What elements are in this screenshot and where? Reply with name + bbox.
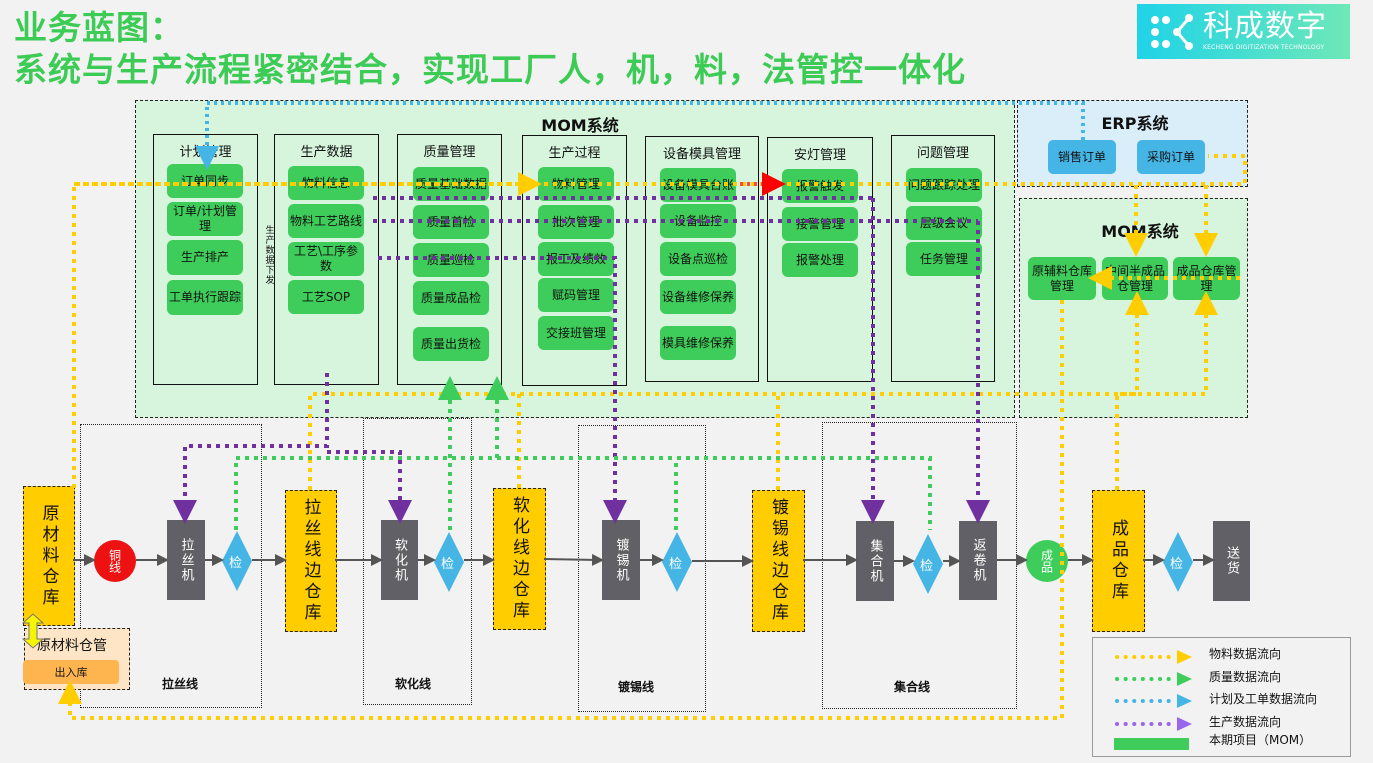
company-logo: 科成数字 KECHENG DIGITIZATION TECHNOLOGY [1137,4,1350,59]
module-title: 设备模具管理 [662,147,741,162]
machine-rewinding[interactable]: 返卷机 [959,521,997,600]
raw-material-warehouse[interactable]: 原材料仓库 [23,486,75,626]
module-title: 问题管理 [916,146,969,161]
legend-swatch-quality [1115,672,1192,686]
legend-swatch-plan [1115,694,1192,708]
inspect-diamond-tinning[interactable]: 检 [662,532,692,596]
item-issue-tracking[interactable]: 问题跟踪处理 [906,168,982,202]
item-equipment-spot-check[interactable]: 设备点巡检 [660,242,736,276]
module-title: 质量管理 [423,145,476,160]
item-mold-maintenance[interactable]: 模具维修保养 [660,326,736,360]
module-title: 计划管理 [179,145,232,160]
item-shift-handover[interactable]: 交接班管理 [538,316,614,350]
item-work-report-performance[interactable]: 报工及绩效 [538,242,614,276]
item-alarm-receiving[interactable]: 接警管理 [782,207,858,241]
legend-label-plan: 计划及工单数据流向 [1209,692,1318,706]
module-quality-management: 质量管理 质量基础数据 质量首检 质量巡检 质量成品检 质量出货检 [397,134,502,385]
item-quality-first-inspection[interactable]: 质量首检 [413,205,489,239]
module-plan-management: 计划管理 订单同步 订单/计划管理 生产排产 工单执行跟踪 [153,134,258,385]
erp-item-sales-order[interactable]: 销售订单 [1048,140,1116,174]
inspect-diamond-drawing[interactable]: 检 [222,531,252,595]
item-raw-material-warehouse-mgmt[interactable]: 原辅料仓库管理 [1028,257,1096,300]
finished-goods-warehouse[interactable]: 成品仓库 [1092,490,1145,632]
machine-drawing[interactable]: 拉丝机 [167,520,205,600]
item-equipment-ledger[interactable]: 设备模具台账 [660,168,736,202]
item-batch-management[interactable]: 批次管理 [538,205,614,239]
erp-system-title: ERP系统 [1101,114,1169,133]
legend-label-quality: 质量数据流向 [1209,670,1282,684]
legend-label-production: 生产数据流向 [1209,715,1282,729]
erp-item-purchase-order[interactable]: 采购订单 [1137,140,1205,174]
item-alarm-trigger[interactable]: 报警触发 [782,169,858,203]
line-label-drawing: 拉丝线 [162,677,199,691]
item-tiered-meeting[interactable]: 层级会议 [906,206,982,240]
raw-material-manager-label: 原材料仓管 [37,638,107,654]
item-production-scheduling[interactable]: 生产排产 [167,240,243,275]
legend-label-material: 物料数据流向 [1209,647,1282,661]
item-process-sop[interactable]: 工艺SOP [288,280,364,314]
line-label-annealing: 软化线 [395,677,432,691]
item-process-parameters[interactable]: 工艺\工序参数 [288,242,364,276]
legend-label-mom-project: 本期项目（MOM） [1209,733,1312,747]
item-alarm-handling[interactable]: 报警处理 [782,243,858,277]
inspect-diamond-final[interactable]: 检 [1163,532,1193,596]
side-warehouse-annealing[interactable]: 软化线边仓库 [493,488,546,630]
module-issue-management: 问题管理 问题跟踪处理 层级会议 任务管理 [891,135,995,382]
item-equipment-maintenance[interactable]: 设备维修保养 [660,280,736,314]
page-title-line2: 系统与生产流程紧密结合，实现工厂人，机，料，法管控一体化 [14,50,966,89]
module-title: 生产过程 [548,146,601,161]
legend-swatch-mom-project [1114,738,1189,750]
logo-name: 科成数字 [1203,9,1327,44]
machine-tinning[interactable]: 镀锡机 [602,520,640,600]
item-material-management[interactable]: 物料管理 [538,167,614,201]
item-finished-warehouse-mgmt[interactable]: 成品仓库管理 [1173,257,1240,300]
item-coding-management[interactable]: 赋码管理 [538,278,614,312]
side-warehouse-tinning[interactable]: 镀锡线边仓库 [752,490,805,632]
module-production-process: 生产过程 物料管理 批次管理 报工及绩效 赋码管理 交接班管理 [522,135,627,386]
page-title-line1: 业务蓝图： [14,8,184,47]
item-quality-patrol-inspection[interactable]: 质量巡检 [413,243,489,277]
inspect-diamond-bunching[interactable]: 检 [913,534,943,598]
delivery-node[interactable]: 送货 [1213,521,1250,601]
legend-swatches [1114,650,1192,750]
item-semi-finished-warehouse-mgmt[interactable]: 中间半成品仓管理 [1102,257,1168,300]
logo-mark-icon [1149,12,1197,52]
production-data-dispatch-note: 生产数据下发 [265,226,275,286]
bidirectional-arrow-icon [21,613,45,653]
inspect-diamond-annealing[interactable]: 检 [434,532,464,596]
item-work-order-tracking[interactable]: 工单执行跟踪 [167,280,243,315]
item-material-routing[interactable]: 物料工艺路线 [288,204,364,238]
item-equipment-monitoring[interactable]: 设备监控 [660,204,736,238]
machine-annealing[interactable]: 软化机 [381,520,418,600]
legend-swatch-material [1115,650,1192,664]
line-label-tinning: 镀锡线 [618,680,655,694]
item-order-sync[interactable]: 订单同步 [167,164,243,198]
item-material-info[interactable]: 物料信息 [288,166,364,200]
logo-subtitle: KECHENG DIGITIZATION TECHNOLOGY [1203,44,1325,51]
finished-product-node[interactable]: 成品 [1026,540,1068,582]
module-equipment-mold-management: 设备模具管理 设备模具台账 设备监控 设备点巡检 设备维修保养 模具维修保养 [645,136,759,382]
mom-warehouse-title: MOM系统 [1101,222,1179,241]
module-andon-management: 安灯管理 报警触发 接警管理 报警处理 [767,137,873,382]
mom-system-title: MOM系统 [541,116,619,135]
legend-swatch-production [1115,717,1192,731]
module-title: 生产数据 [300,145,353,160]
item-quality-finished-inspection[interactable]: 质量成品检 [413,281,489,315]
item-order-plan-management[interactable]: 订单/计划管理 [167,202,243,236]
module-title: 安灯管理 [793,148,846,163]
module-production-data: 生产数据 物料信息 物料工艺路线 工艺\工序参数 工艺SOP [274,134,379,385]
item-quality-base-data[interactable]: 质量基础数据 [413,167,489,201]
legend-panel: 物料数据流向 质量数据流向 计划及工单数据流向 生产数据流向 本期项目（MOM） [1092,637,1351,757]
item-task-management[interactable]: 任务管理 [906,242,982,276]
copper-wire-node[interactable]: 铜线 [94,540,136,582]
side-warehouse-drawing[interactable]: 拉丝线边仓库 [285,490,337,632]
machine-bunching[interactable]: 集合机 [856,521,894,601]
item-quality-shipping-inspection[interactable]: 质量出货检 [413,327,489,361]
line-label-bunching: 集合线 [894,680,931,694]
in-out-warehouse-button[interactable]: 出入库 [23,660,119,684]
